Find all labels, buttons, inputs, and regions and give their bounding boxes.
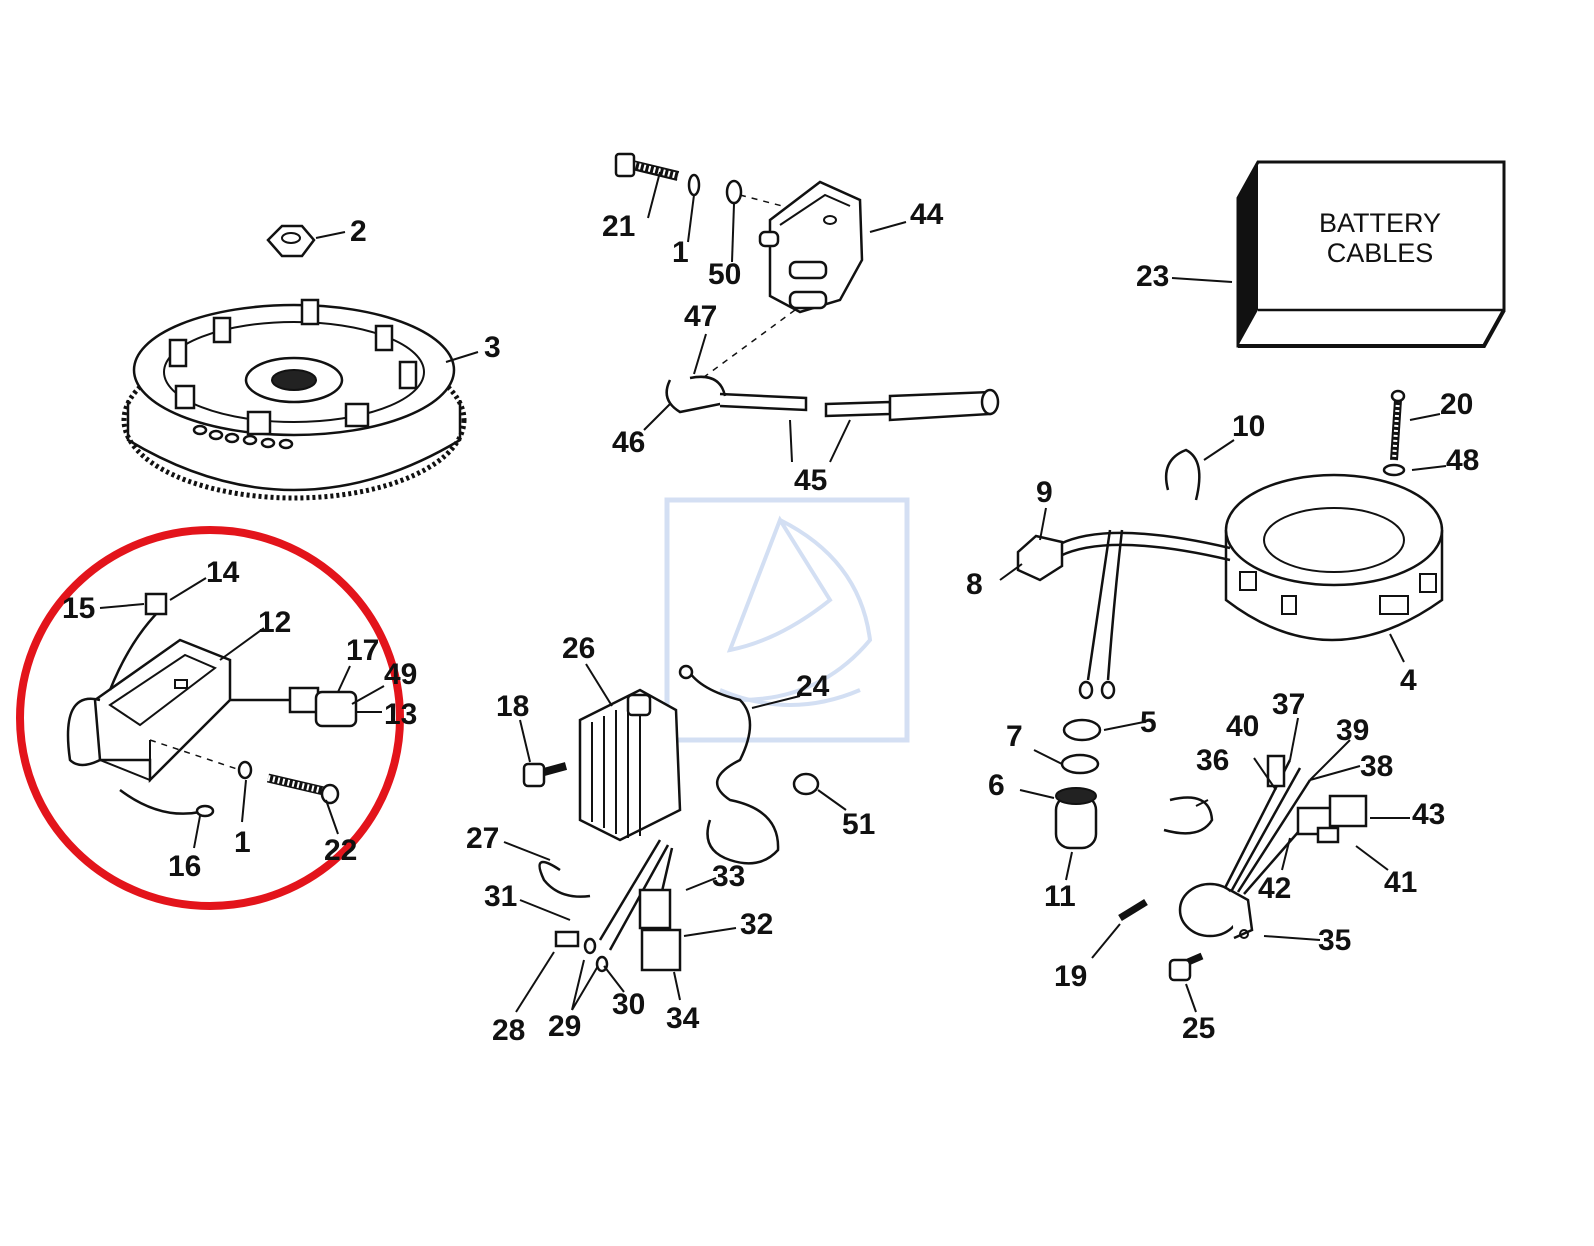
rectifier-harness xyxy=(554,839,682,973)
callout-29: 29 xyxy=(548,1010,581,1043)
callout-21: 21 xyxy=(602,210,635,243)
callout-49: 49 xyxy=(384,658,417,691)
cable-strap-27 xyxy=(538,860,591,898)
callout-5: 5 xyxy=(1140,706,1157,739)
callouts: 2 3 21 1 50 44 47 46 45 23 20 48 10 9 8 … xyxy=(62,198,1479,1047)
callout-3: 3 xyxy=(484,331,501,364)
stator xyxy=(1224,473,1444,642)
callout-8: 8 xyxy=(966,568,983,601)
callout-18: 18 xyxy=(496,690,529,723)
flywheel xyxy=(121,298,467,501)
sleeve-51 xyxy=(792,772,820,796)
callout-6: 6 xyxy=(988,769,1005,802)
callout-25: 25 xyxy=(1182,1012,1215,1045)
oring-7 xyxy=(1060,753,1100,775)
lockwasher xyxy=(687,173,701,197)
callout-15: 15 xyxy=(62,592,95,625)
rectifier xyxy=(578,688,682,842)
cable-strap-36 xyxy=(1163,796,1214,835)
callout-45: 45 xyxy=(794,464,827,497)
battery-cables-box: BATTERY CABLES xyxy=(1236,160,1506,348)
battery-box-line1: BATTERY xyxy=(1319,208,1441,238)
callout-43: 43 xyxy=(1412,798,1445,831)
callout-40: 40 xyxy=(1226,710,1259,743)
cable-strap-10 xyxy=(1164,448,1201,501)
callout-44: 44 xyxy=(910,198,944,231)
screw xyxy=(266,773,340,805)
callout-33: 33 xyxy=(712,860,745,893)
callout-31: 31 xyxy=(484,880,517,913)
callout-7: 7 xyxy=(1006,720,1023,753)
battery-box-line2: CABLES xyxy=(1327,238,1434,268)
callout-14: 14 xyxy=(206,556,240,589)
callout-37: 37 xyxy=(1272,688,1305,721)
bolt-18 xyxy=(522,762,568,788)
callout-22: 22 xyxy=(324,834,357,867)
bolt-25 xyxy=(1168,952,1204,982)
ignition-module xyxy=(66,592,358,818)
highlight-circle xyxy=(16,526,404,910)
washer-50 xyxy=(725,179,743,205)
callout-47: 47 xyxy=(684,300,717,333)
callout-13: 13 xyxy=(384,698,417,731)
callout-1-bottom: 1 xyxy=(234,826,251,859)
stator-harness xyxy=(1016,529,1231,700)
callout-46: 46 xyxy=(612,426,645,459)
screw-20 xyxy=(1390,389,1406,461)
callout-17: 17 xyxy=(346,634,379,667)
callout-41: 41 xyxy=(1384,866,1417,899)
callout-42: 42 xyxy=(1258,872,1291,905)
callout-2: 2 xyxy=(350,215,367,248)
callout-30: 30 xyxy=(612,988,645,1021)
leader-lines xyxy=(99,171,1447,1013)
callout-50: 50 xyxy=(708,258,741,291)
grommet-5 xyxy=(1062,718,1102,742)
callout-39: 39 xyxy=(1336,714,1369,747)
callout-27: 27 xyxy=(466,822,499,855)
callout-26: 26 xyxy=(562,632,595,665)
callout-20: 20 xyxy=(1440,388,1473,421)
spark-plug-lead xyxy=(665,375,1000,422)
screw-19 xyxy=(1118,899,1148,921)
callout-48: 48 xyxy=(1446,444,1479,477)
washer-48 xyxy=(1382,463,1406,477)
callout-4: 4 xyxy=(1400,664,1417,697)
callout-9: 9 xyxy=(1036,476,1053,509)
callout-32: 32 xyxy=(740,908,773,941)
connector-11 xyxy=(1054,787,1098,850)
callout-12: 12 xyxy=(258,606,291,639)
callout-24: 24 xyxy=(796,670,830,703)
bolt-21 xyxy=(614,152,680,181)
callout-34: 34 xyxy=(666,1002,700,1035)
callout-23: 23 xyxy=(1136,260,1169,293)
ignition-coil xyxy=(758,180,864,314)
callout-10: 10 xyxy=(1232,410,1265,443)
flywheel-nut xyxy=(266,224,316,258)
ground-wire-24 xyxy=(686,669,780,865)
callout-1-top: 1 xyxy=(672,236,689,269)
watermark-logo xyxy=(664,497,910,743)
callout-36: 36 xyxy=(1196,744,1229,777)
callout-28: 28 xyxy=(492,1014,525,1047)
callout-51: 51 xyxy=(842,808,875,841)
callout-19: 19 xyxy=(1054,960,1087,993)
callout-16: 16 xyxy=(168,850,201,883)
callout-11: 11 xyxy=(1044,880,1076,913)
starter-solenoid xyxy=(1178,754,1368,940)
callout-35: 35 xyxy=(1318,924,1351,957)
callout-38: 38 xyxy=(1360,750,1393,783)
